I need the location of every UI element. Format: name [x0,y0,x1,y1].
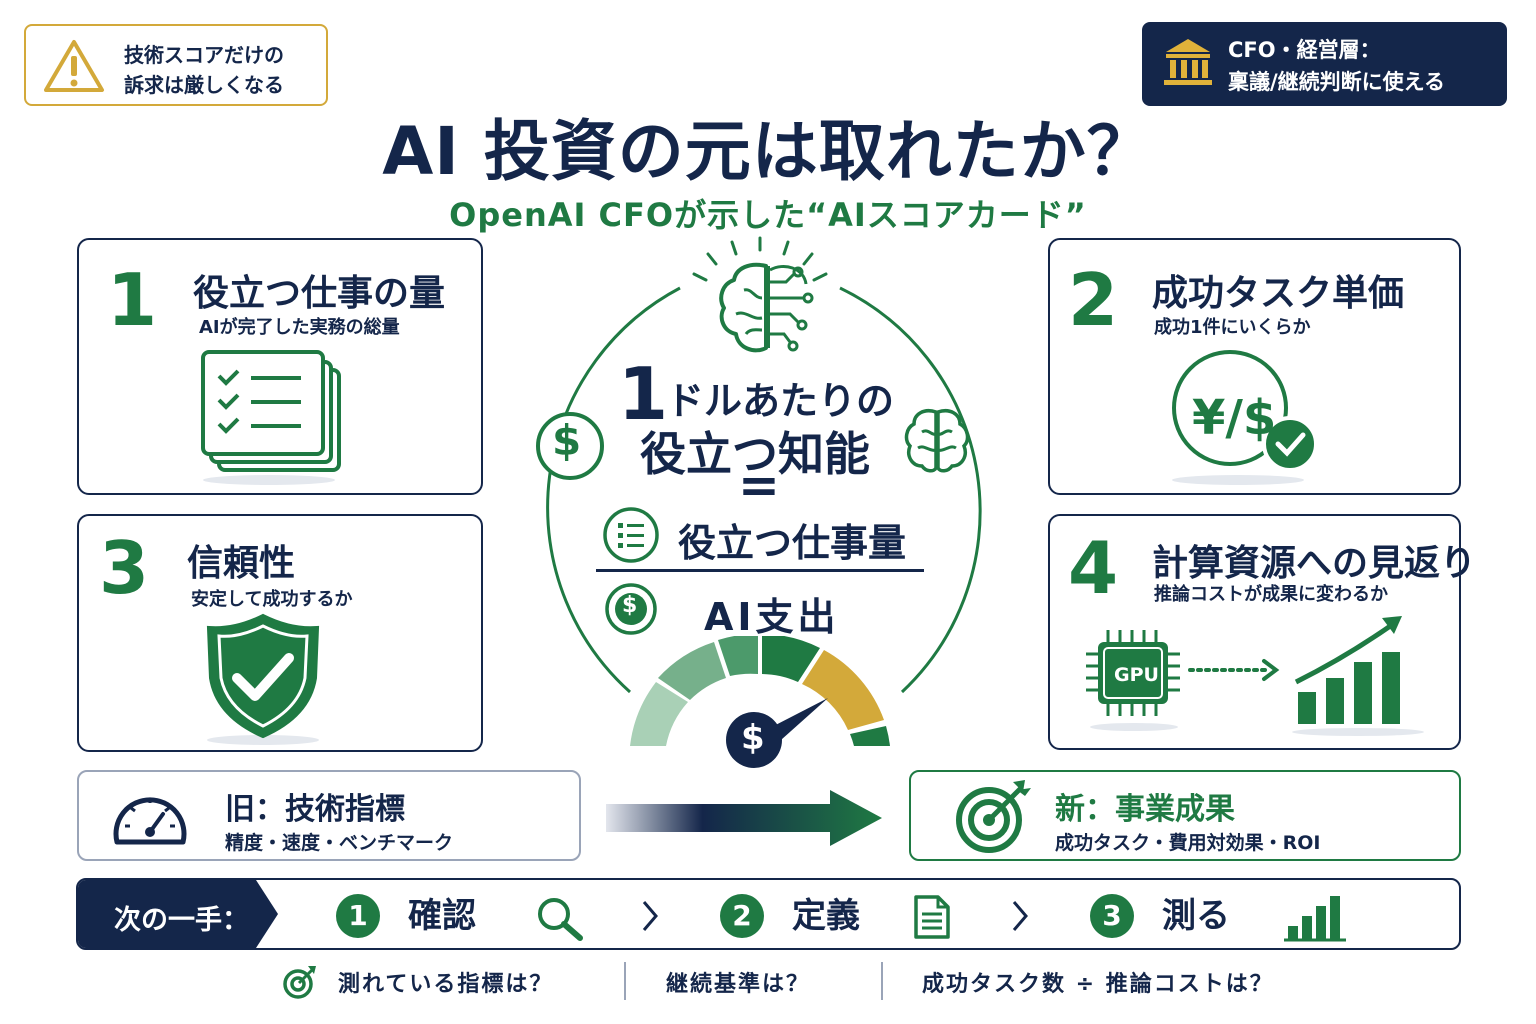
warning-line-1: 技術スコアだけの [124,43,284,67]
page-title: AI 投資の元は取れたか？ [382,113,1154,190]
card-heading: 計算資源への見返り [1152,543,1477,584]
card-number: 2 [1068,258,1119,342]
question-divider [624,962,626,1000]
bar-chart-icon [1284,896,1346,942]
transition-arrow-icon [606,790,882,846]
shield-check-icon [206,613,320,745]
currency-check-icon [1172,350,1318,485]
card-heading: 役立つ仕事の量 [193,273,446,314]
fraction-bar [596,569,924,572]
dollar-circle-icon [605,583,657,635]
formula-useful-intelligence: 役立つ知能 [640,427,870,481]
card-useful-work-volume: 1 役立つ仕事の量 AIが完了した実務の総量 [77,238,483,495]
step-3-number: 3 [1090,894,1134,938]
step-3-label: 測る [1162,896,1230,936]
cfo-note-text: CFO・経営層： 稟議/継続判断に使える [1228,34,1445,98]
old-technical-metrics-box: 旧：技術指標 精度・速度・ベンチマーク [77,770,581,861]
gpu-chip-label: GPU [1114,664,1159,686]
bank-icon [1164,39,1212,85]
chevron-right-icon [1012,901,1028,931]
document-icon [914,895,950,939]
dollar-circle-symbol: $ [622,593,638,618]
gauge-dollar-symbol: $ [741,718,765,758]
warning-line-2: 訴求は厳しくなる [124,73,284,97]
card-description: 推論コストが成果に変わるか [1154,584,1388,605]
speedometer-gauge [630,636,890,768]
warning-text: 技術スコアだけの 訴求は厳しくなる [124,40,284,100]
question-continuation-criteria: 継続基準は？ [666,972,811,997]
target-icon [956,780,1031,853]
question-task-cost-ratio: 成功タスク数 ÷ 推論コストは？ [922,972,1274,997]
magnifier-icon [538,898,583,941]
warning-box: 技術スコアだけの 訴求は厳しくなる [24,24,328,106]
new-title: 新：事業成果 [1055,792,1235,827]
dollar-coin-symbol: $ [552,416,582,465]
formula-numerator: 役立つ仕事量 [678,521,907,565]
cfo-note-line-1: CFO・経営層： [1228,38,1381,62]
new-business-outcomes-box: 新：事業成果 成功タスク・費用対効果・ROI [909,770,1461,861]
next-steps-label: 次の一手： [114,905,249,936]
center-formula-diagram [546,236,982,694]
checklist-stack-icon [201,350,341,485]
speedometer-icon [113,797,187,845]
card-description: 安定して成功するか [191,589,353,610]
currency-symbol: ¥/$ [1192,390,1277,446]
card-number: 3 [99,526,150,610]
card-heading: 信頼性 [187,543,296,584]
card-number: 4 [1068,526,1119,610]
brain-circuit-icon [719,262,814,353]
card-cost-per-successful-task: 2 成功タスク単価 成功1件にいくらか ¥/$ [1048,238,1461,495]
growth-chart-icon [1292,616,1424,736]
next-steps-bar: 次の一手： 1 確認 2 定義 3 測る [76,878,1461,950]
cfo-note-box: CFO・経営層： 稟議/継続判断に使える [1142,22,1507,106]
step-1-label: 確認 [408,896,476,936]
card-number: 1 [107,258,158,342]
card-return-on-compute: 4 計算資源への見返り 推論コストが成果に変わるか GPU [1048,514,1476,750]
step-2-number: 2 [720,894,764,938]
new-description: 成功タスク・費用対効果・ROI [1055,832,1321,854]
target-small-icon [283,966,316,999]
card-description: AIが完了した実務の総量 [199,317,400,338]
formula-equals: = [738,456,780,514]
list-icon [603,507,659,563]
page-subtitle: OpenAI CFOが示した“AIスコアカード” [449,196,1087,234]
card-description: 成功1件にいくらか [1154,317,1311,338]
chevron-right-icon [642,901,658,931]
question-divider [881,962,883,1000]
brain-icon [904,409,970,473]
question-metrics: 測れている指標は？ [338,972,554,997]
warning-icon [44,40,104,92]
next-steps-label-bg [78,880,278,948]
card-reliability: 3 信頼性 安定して成功するか [77,514,483,752]
dollar-coin-icon [536,412,604,480]
old-description: 精度・速度・ベンチマーク [225,832,454,854]
formula-per-dollar: ドルあたりの [666,379,895,423]
card-heading: 成功タスク単価 [1152,273,1405,314]
gpu-chip-icon [1086,630,1180,731]
cfo-note-line-2: 稟議/継続判断に使える [1228,70,1446,94]
step-1-number: 1 [336,894,380,938]
old-title: 旧：技術指標 [225,792,405,827]
step-2-label: 定義 [792,896,860,936]
formula-denominator: AI支出 [704,595,840,639]
formula-one: 1 [618,352,669,436]
dotted-arrow-icon [1188,659,1280,681]
